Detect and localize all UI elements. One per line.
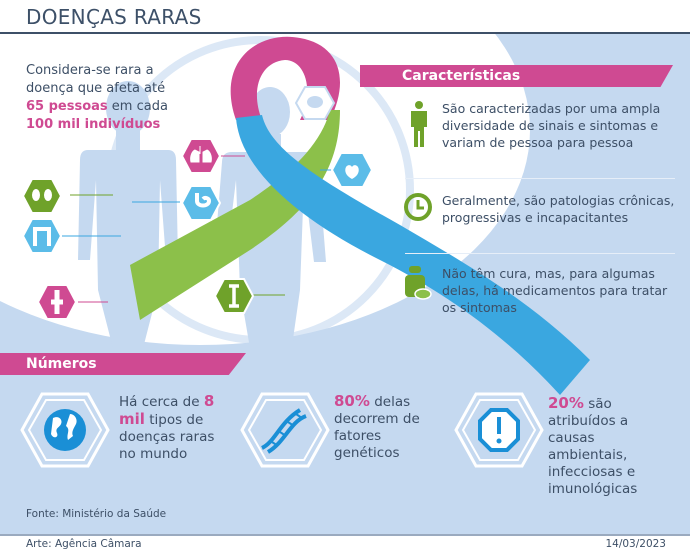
heart-icon [331,152,373,188]
kidneys-icon [22,178,62,214]
numero-item: 80% delas decorrem de fatores genéticos [334,393,434,462]
intro-line: Considera-se rara a [26,63,154,78]
divider [405,253,675,254]
header-bar [0,0,690,34]
numero-item: Há cerca de 8 mil tipos de doenças raras… [119,393,229,463]
source-note: Fonte: Ministério da Saúde [26,508,167,520]
caracteristica-item: Não têm cura, mas, para algumas delas, h… [442,266,668,315]
numero-text: Há cerca de [119,394,200,410]
intro-text: Considera-se rara a doença que afeta até… [26,62,266,134]
caracteristica-item: São caracterizadas por uma ampla diversi… [442,101,661,150]
bone-icon [214,278,254,314]
footer-bar [0,534,690,554]
numero-item: 20% são atribuídos a causas ambientais, … [548,395,648,498]
caracteristica-item: Geralmente, são patologias crônicas, pro… [442,193,675,225]
brain-icon [295,86,335,120]
numero-text: são atribuídos a causas ambientais, infe… [548,396,638,497]
intro-line: em cada [107,99,168,114]
numero-text: delas decorrem de fatores genéticos [334,394,420,461]
globe-icon [20,392,110,468]
stomach-icon [181,185,221,221]
numero-highlight: 8 mil [119,392,215,428]
numero-text: tipos de doenças raras no mundo [119,412,215,462]
lungs-icon [181,138,221,174]
page-title: DOENÇAS RARAS [26,5,202,29]
warning-icon [454,392,544,468]
intro-highlight: 100 mil indivíduos [26,117,161,132]
intro-line: doença que afeta até [26,81,166,96]
medicine-icon [405,266,432,300]
numeros-heading: Números [0,353,246,375]
person-icon [411,101,427,147]
dna-icon [240,392,330,468]
numero-highlight: 20% [548,394,584,412]
intestine-icon [22,218,62,254]
credit: Arte: Agência Câmara [26,538,142,550]
date: 14/03/2023 [605,538,666,550]
numero-highlight: 80% [334,392,370,410]
intro-highlight: 65 pessoas [26,99,108,114]
clock-icon [404,193,432,221]
caracteristicas-heading: Características [360,65,673,87]
joint-icon [37,284,77,320]
divider [405,178,675,179]
